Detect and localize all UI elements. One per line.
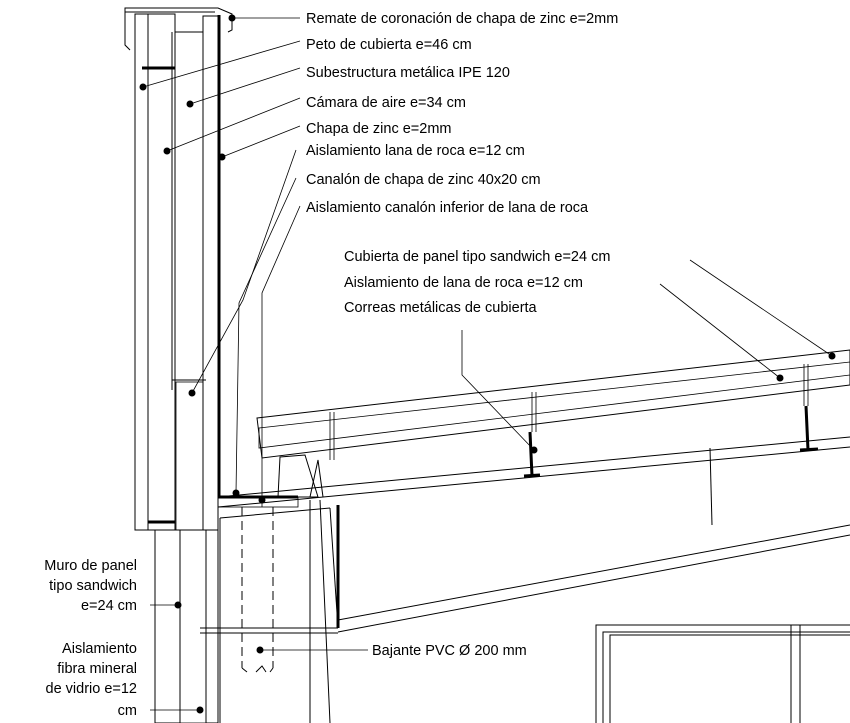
label-fibra-3: de vidrio e=12 [46, 681, 138, 697]
parapet-inner-panel [202, 15, 219, 531]
label-fibra-1: Aislamiento [62, 641, 137, 657]
sandwich-roof-panel [256, 349, 850, 478]
label-muro-1: Muro de panel [44, 558, 137, 574]
pvc-downpipe [241, 507, 274, 673]
roof-beam [200, 436, 850, 723]
label-aislamiento-cubierta: Aislamiento de lana de roca e=12 cm [344, 275, 583, 291]
label-muro-2: tipo sandwich [49, 578, 137, 594]
glass-wool-insulation [179, 529, 207, 723]
label-aislamiento-canalon: Aislamiento canalón inferior de lana de … [306, 200, 589, 216]
window-frame [595, 624, 850, 723]
annotations: Remate de coronación de chapa de zinc e=… [44, 11, 618, 719]
purlins [329, 364, 819, 478]
label-camara: Cámara de aire e=34 cm [306, 95, 466, 111]
leader-lines [139, 14, 836, 714]
label-fibra-2: fibra mineral [57, 661, 137, 677]
gutter-insulation [217, 496, 299, 508]
zinc-coping [124, 7, 233, 51]
label-aislamiento-lana: Aislamiento lana de roca e=12 cm [306, 143, 525, 159]
gutter-block [277, 454, 319, 498]
lower-wall [154, 529, 219, 723]
label-remate: Remate de coronación de chapa de zinc e=… [306, 11, 618, 27]
label-subestructura: Subestructura metálica IPE 120 [306, 65, 510, 81]
label-bajante: Bajante PVC Ø 200 mm [372, 643, 527, 659]
label-peto: Peto de cubierta e=46 cm [306, 37, 472, 53]
label-chapa: Chapa de zinc e=2mm [306, 121, 451, 137]
parapet-outer-skin [134, 13, 149, 531]
label-canalon: Canalón de chapa de zinc 40x20 cm [306, 172, 541, 188]
label-fibra-4: cm [118, 703, 137, 719]
label-correas: Correas metálicas de cubierta [344, 300, 538, 316]
rock-wool-insulation [175, 381, 204, 531]
label-cubierta-panel: Cubierta de panel tipo sandwich e=24 cm [344, 249, 610, 265]
label-muro-3: e=24 cm [81, 598, 137, 614]
air-chamber [147, 13, 176, 531]
